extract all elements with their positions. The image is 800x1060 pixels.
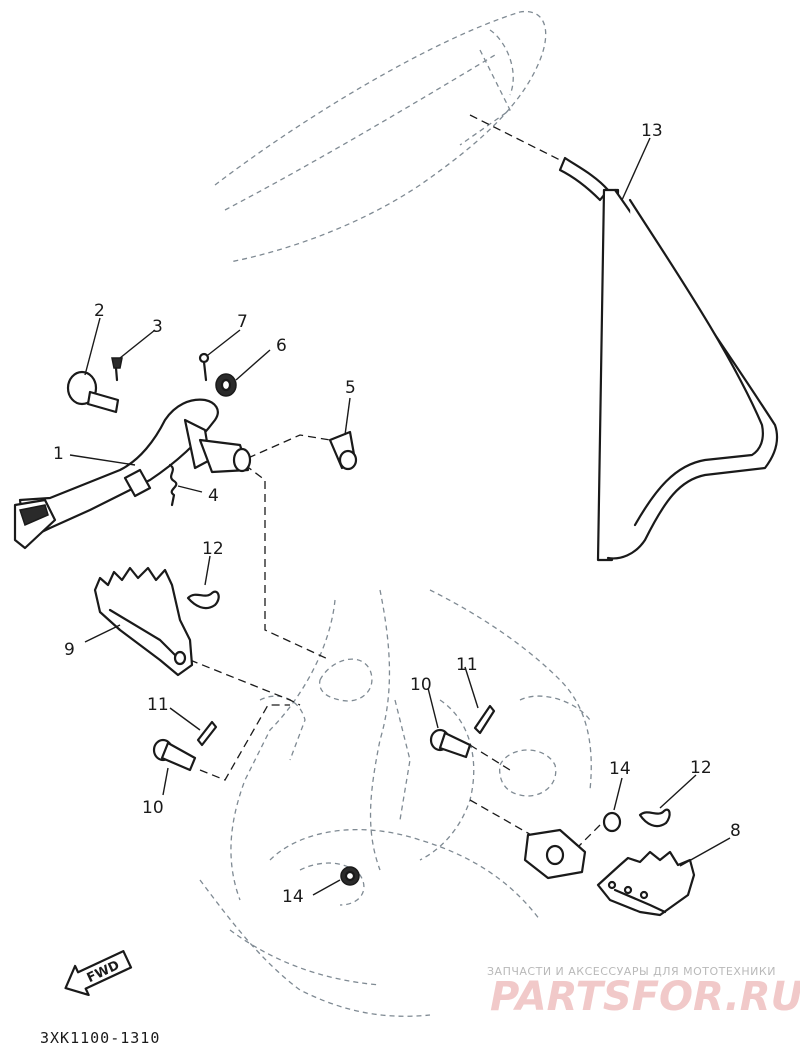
diagram-part-number: 3XK1100-1310 <box>40 1029 160 1047</box>
brake-pedal <box>13 398 252 550</box>
cotter-pin-11-right <box>473 704 496 735</box>
pin-10-left <box>152 738 197 772</box>
callout-11-left: 11 <box>147 695 169 715</box>
assembly-lines <box>189 114 601 851</box>
pin-5 <box>328 430 358 471</box>
watermark-caption: ЗАПЧАСТИ И АКСЕССУАРЫ ДЛЯ МОТОТЕХНИКИ <box>487 965 776 978</box>
callout-4: 4 <box>208 486 219 506</box>
side-stand <box>558 156 779 562</box>
callout-10-left: 10 <box>142 798 164 818</box>
watermark: ЗАПЧАСТИ И АКСЕССУАРЫ ДЛЯ МОТОТЕХНИКИ PA… <box>487 965 800 1020</box>
spring-4 <box>168 463 178 507</box>
washer-6 <box>215 373 237 397</box>
frame-outline <box>199 10 592 1017</box>
callout-14-right: 14 <box>609 759 631 779</box>
callout-9: 9 <box>64 640 75 660</box>
pivot-bolt <box>66 370 120 414</box>
leader-lines <box>69 137 731 896</box>
footpeg-mount-right <box>523 828 587 880</box>
callout-12-right: 12 <box>690 758 712 778</box>
pin-10-right <box>429 728 472 759</box>
callout-11-right: 11 <box>456 655 478 675</box>
callout-13: 13 <box>641 121 663 141</box>
callout-labels: 1 2 3 4 5 6 7 8 9 10 10 11 11 12 12 13 1… <box>53 121 741 907</box>
footpeg-left <box>93 566 194 677</box>
fwd-arrow: FWD <box>64 950 133 997</box>
watermark-brand: PARTSFOR.RU <box>490 974 800 1020</box>
spring-12-right <box>638 808 671 828</box>
callout-14-left: 14 <box>282 887 304 907</box>
callout-5: 5 <box>345 378 356 398</box>
cotter-pin-7 <box>198 352 210 382</box>
footpeg-right <box>596 850 696 917</box>
washer-14-right <box>602 811 622 833</box>
callout-3: 3 <box>152 317 163 337</box>
callout-8: 8 <box>730 821 741 841</box>
callout-6: 6 <box>276 336 287 356</box>
cotter-pin-11-left <box>196 720 218 747</box>
callout-7: 7 <box>237 312 248 332</box>
spring-12-left <box>186 590 220 610</box>
screw-3 <box>111 357 123 382</box>
callout-12-left: 12 <box>202 539 224 559</box>
washer-14-left <box>340 866 360 886</box>
callout-2: 2 <box>94 301 105 321</box>
callout-1: 1 <box>53 444 64 464</box>
callout-10-right: 10 <box>410 675 432 695</box>
